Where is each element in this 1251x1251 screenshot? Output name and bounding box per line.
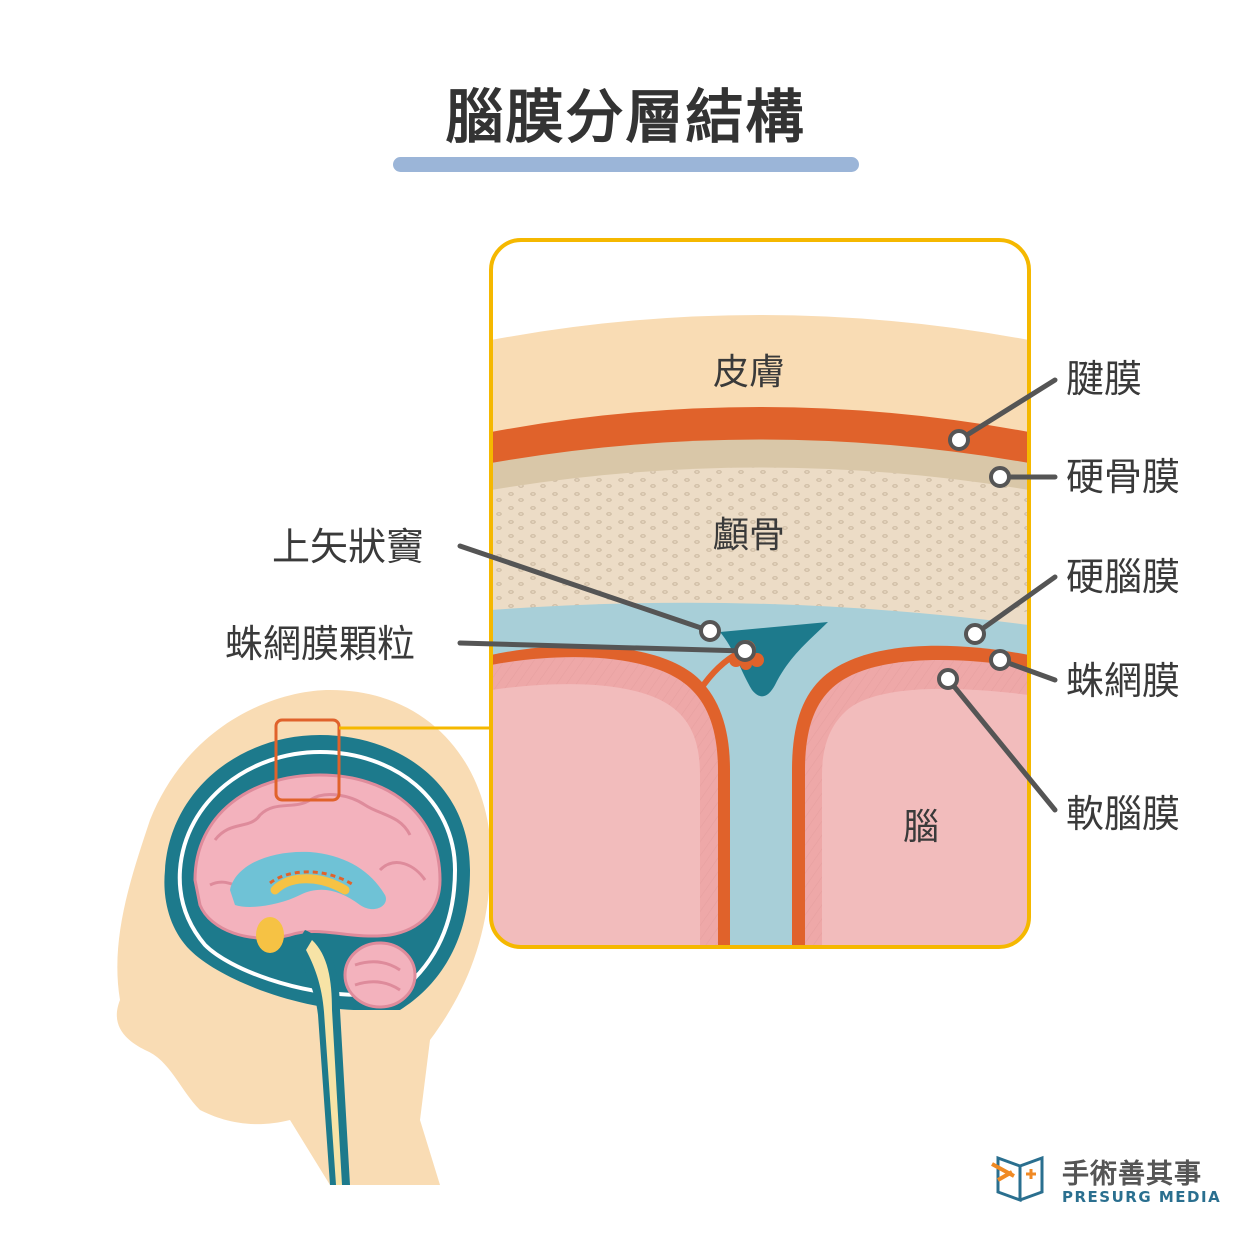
title-underline	[393, 157, 859, 172]
galea-marker	[948, 429, 970, 451]
presurg-logo-icon	[991, 1155, 1044, 1203]
dura-marker	[964, 623, 986, 645]
cross-section	[491, 240, 1029, 947]
granulation-callout: 蛛網膜顆粒	[225, 622, 416, 666]
dura-callout: 硬腦膜	[1066, 555, 1181, 599]
logo-chinese: 手術善其事	[1062, 1159, 1202, 1190]
zoom-box	[274, 718, 341, 802]
granulation-marker	[734, 640, 756, 662]
brain-label: 腦	[903, 807, 940, 848]
cerebellum	[343, 941, 417, 1009]
head-illustration	[116, 690, 492, 1185]
periosteum-callout: 硬骨膜	[1066, 455, 1181, 499]
page-title: 腦膜分層結構	[445, 83, 806, 151]
periosteum-marker	[989, 466, 1011, 488]
sinus-marker	[699, 620, 721, 642]
markers	[699, 429, 1011, 690]
logo-english: PRESURG MEDIA	[1062, 1188, 1222, 1206]
thalamus	[256, 917, 284, 953]
sinus-callout: 上矢狀竇	[272, 525, 425, 569]
galea-callout: 腱膜	[1066, 357, 1143, 401]
arachnoid-callout: 蛛網膜	[1066, 659, 1181, 703]
skull-label: 顱骨	[713, 515, 786, 556]
pia-marker	[937, 668, 959, 690]
skin-label: 皮膚	[713, 352, 786, 393]
arachnoid-marker	[989, 649, 1011, 671]
pia-callout: 軟腦膜	[1066, 792, 1181, 836]
corpus-callosum	[270, 874, 350, 895]
